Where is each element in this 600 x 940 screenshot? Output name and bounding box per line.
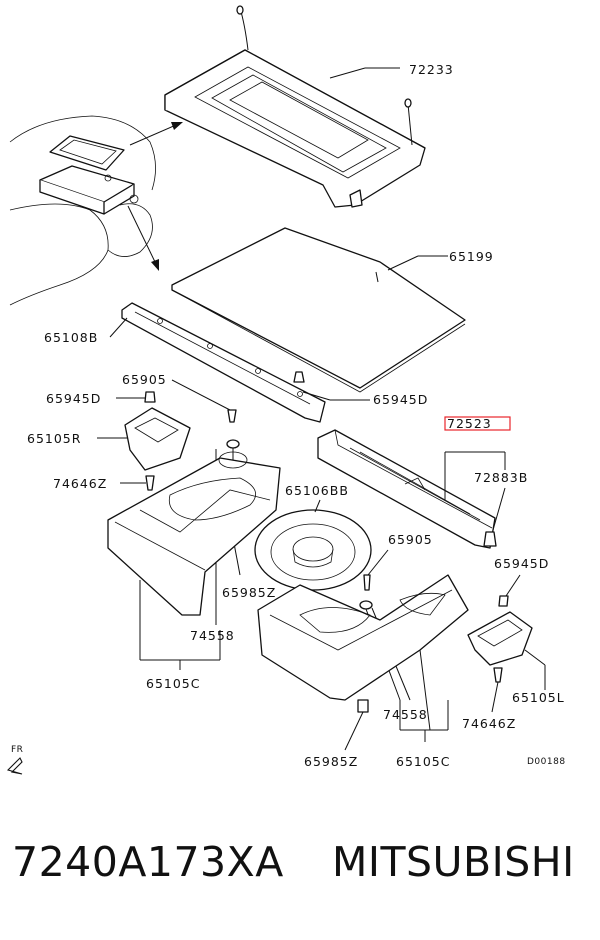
label-65985Z-a: 65985Z (222, 585, 276, 600)
label-65105R: 65105R (27, 431, 81, 446)
label-diagram-code: D00188 (527, 757, 566, 767)
sill-garnish-72523 (317, 416, 511, 549)
label-72883B: 72883B (474, 470, 528, 485)
bracket-65105L (467, 611, 546, 690)
label-65105C-b: 65105C (396, 754, 451, 769)
label-65945D-a: 65945D (46, 391, 101, 406)
label-65199: 65199 (449, 249, 494, 264)
front-direction-indicator (6, 757, 23, 775)
label-65985Z-b: 65985Z (304, 754, 358, 769)
label-74558-a: 74558 (190, 628, 235, 643)
label-74558-b: 74558 (383, 707, 428, 722)
floor-mat-65199 (171, 227, 466, 393)
storage-tray-65105C-left (107, 451, 281, 670)
label-65905-a: 65905 (122, 372, 167, 387)
part-labels: 72233 65199 65108B 65905 65945D 65945D 6… (11, 62, 566, 769)
label-65105C-a: 65105C (146, 676, 201, 691)
parts-diagram: 72233 65199 65108B 65905 65945D 65945D 6… (6, 5, 566, 775)
parcel-shelf-72233 (164, 5, 426, 208)
vehicle-rear-outline (9, 115, 156, 306)
label-74646Z-b: 74646Z (462, 716, 516, 731)
label-65905-b: 65905 (388, 532, 433, 547)
label-72233: 72233 (409, 62, 454, 77)
part-number: 7240A173XA (12, 838, 284, 886)
label-74646Z-a: 74646Z (53, 476, 107, 491)
label-65108B: 65108B (44, 330, 98, 345)
label-65945D-b: 65945D (373, 392, 428, 407)
footer: 7240A173XA MITSUBISHI (0, 838, 600, 908)
label-72523: 72523 (447, 416, 492, 431)
trim-strip-65108B (109, 302, 326, 423)
label-65106BB: 65106BB (285, 483, 349, 498)
storage-tray-65105C-right (257, 574, 469, 742)
bracket-65105R (97, 407, 191, 471)
label-65105L: 65105L (512, 690, 565, 705)
indicator-arrows (127, 122, 183, 271)
brand-name: MITSUBISHI (332, 838, 575, 886)
label-fr: FR (11, 745, 23, 755)
label-65945D-c: 65945D (494, 556, 549, 571)
